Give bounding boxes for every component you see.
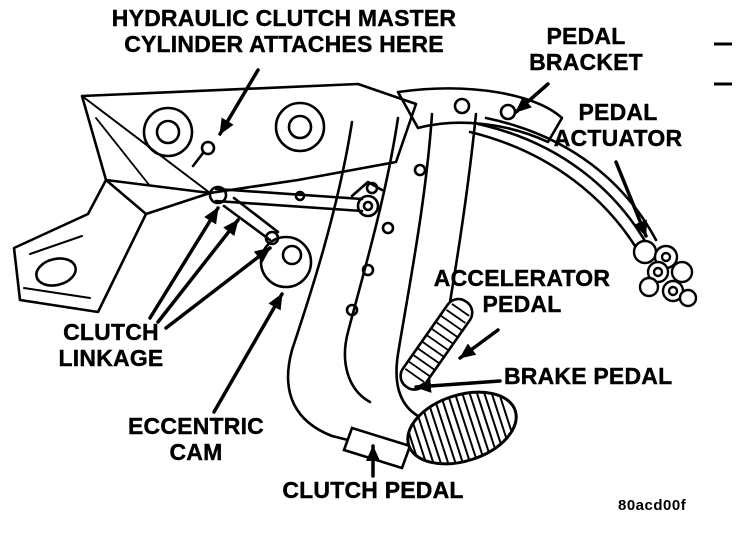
label-line: PEDAL: [482, 290, 562, 317]
figure-code: 80acd00f: [618, 497, 687, 514]
label-line: ACCELERATOR: [433, 265, 611, 291]
arrow-master-cylinder: [218, 68, 260, 136]
clutch-pedal-arm-shape: [342, 426, 412, 470]
arrow-accelerator: [458, 328, 500, 360]
pedal-actuator-shape: [632, 239, 698, 308]
label-line: PEDAL: [546, 23, 626, 49]
label-line: HYDRAULIC CLUTCH MASTER: [111, 5, 457, 31]
arrow-clutch-linkage-3: [164, 246, 272, 330]
mounting-plate-shape: [80, 82, 418, 195]
label-line: CLUTCH PEDAL: [282, 477, 464, 503]
label-line: CLUTCH: [63, 319, 159, 345]
brake-pedal-pad-shape: [400, 379, 518, 477]
label-line: ECCENTRIC: [128, 413, 264, 439]
arrow-clutch-linkage-2: [156, 218, 240, 324]
label-line: PEDAL: [578, 99, 658, 125]
arrow-brake-pedal: [414, 378, 502, 393]
arrow-pedal-actuator: [614, 160, 648, 238]
label-hydraulic-clutch-master-cylinder: HYDRAULIC CLUTCH MASTER CYLINDER ATTACHE…: [58, 5, 510, 58]
label-line: CAM: [169, 438, 223, 465]
label-line: ACTUATOR: [553, 124, 683, 151]
label-line: CYLINDER ATTACHES HERE: [124, 30, 444, 57]
label-brake-pedal: BRAKE PEDAL: [504, 363, 704, 390]
label-pedal-bracket: PEDAL BRACKET: [512, 23, 660, 76]
pedal-arms-shape: [286, 112, 478, 448]
label-clutch-pedal: CLUTCH PEDAL: [258, 477, 488, 504]
eccentric-cam-shape: [259, 235, 313, 289]
arrow-pedal-bracket: [514, 82, 550, 114]
label-pedal-actuator: PEDAL ACTUATOR: [540, 99, 696, 152]
label-line: BRACKET: [529, 48, 643, 75]
left-support-arm-shape: [12, 178, 212, 314]
label-eccentric-cam: ECCENTRIC CAM: [112, 413, 280, 466]
label-accelerator-pedal: ACCELERATOR PEDAL: [410, 265, 634, 318]
arrow-eccentric-cam: [212, 292, 284, 414]
label-clutch-linkage: CLUTCH LINKAGE: [40, 319, 182, 372]
scan-marks: [714, 42, 732, 86]
label-line: LINKAGE: [58, 344, 164, 371]
clutch-linkage-shape: [208, 180, 384, 246]
accelerator-pedal-shape: [399, 297, 474, 391]
label-line: BRAKE PEDAL: [504, 363, 673, 389]
arrow-clutch-linkage-1: [148, 206, 220, 320]
